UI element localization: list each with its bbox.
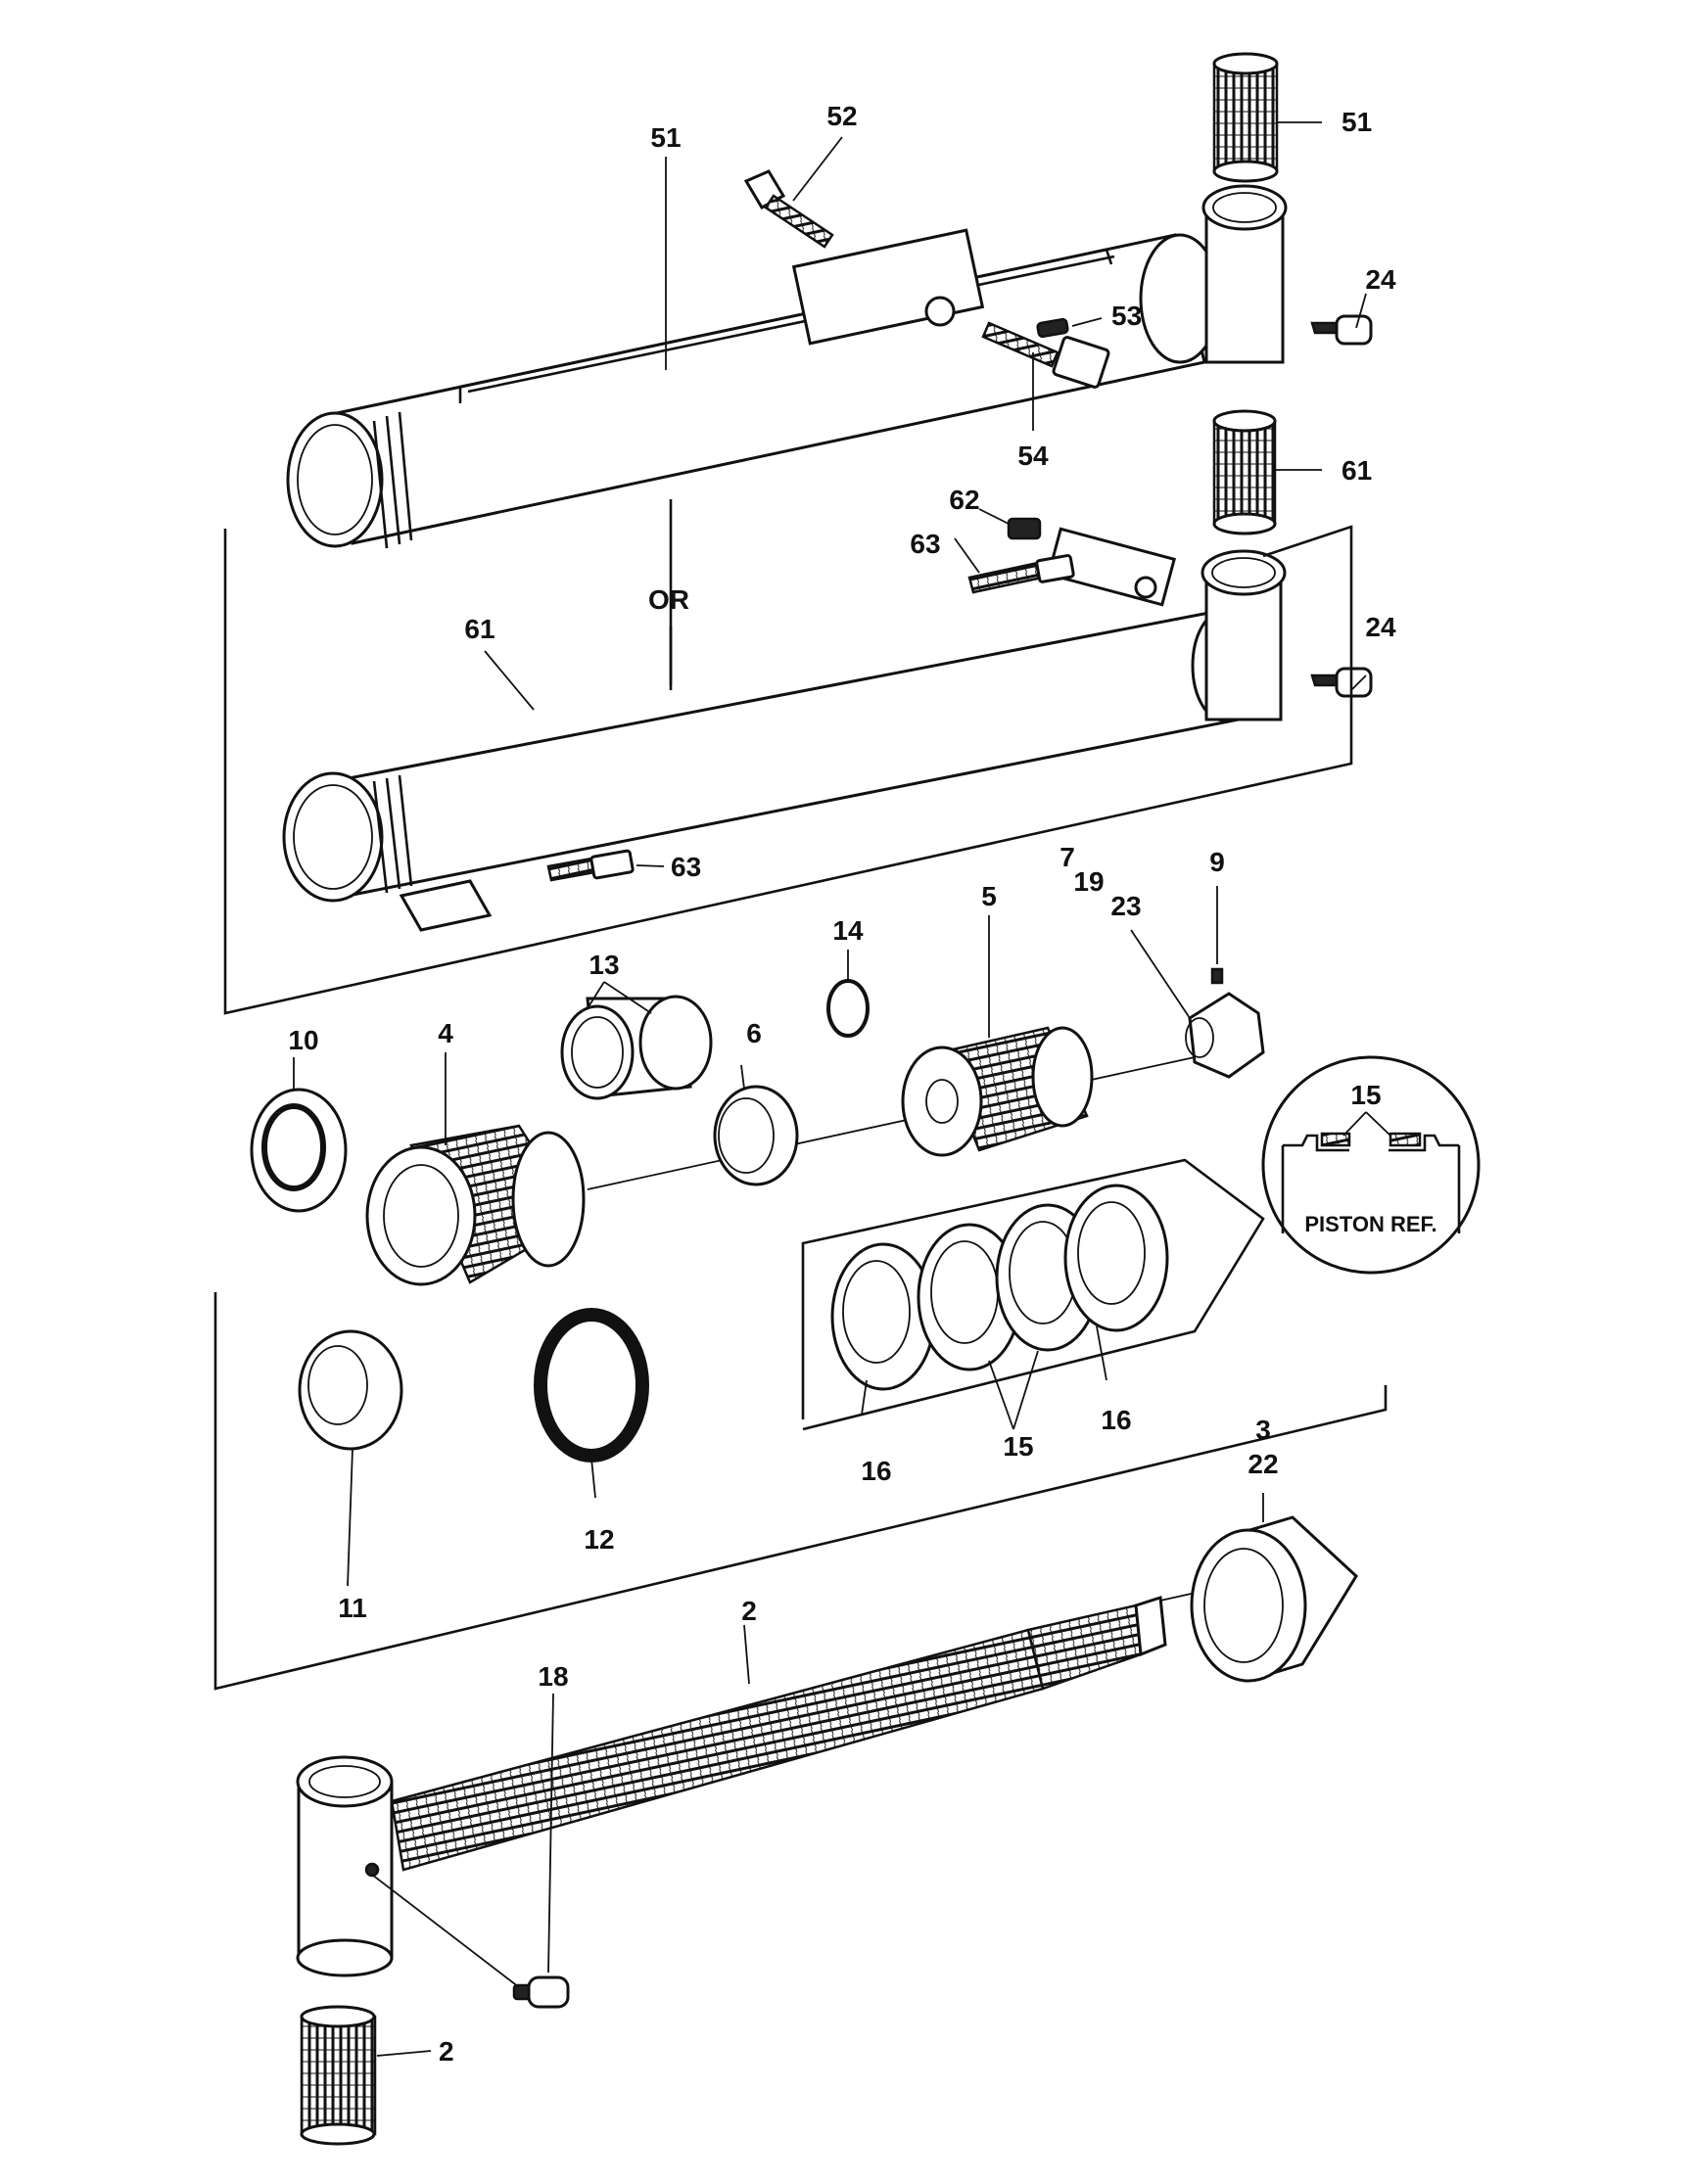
callout-63-lower: 63 bbox=[671, 852, 701, 882]
cylinder-barrel-61 bbox=[282, 527, 1287, 932]
plug-62 bbox=[1007, 517, 1042, 540]
piston-ref-inset: PISTON REF. bbox=[1261, 1055, 1481, 1275]
callout-6: 6 bbox=[746, 1018, 762, 1048]
piston-seals-15-16 bbox=[830, 1184, 1169, 1391]
callout-54: 54 bbox=[1017, 441, 1049, 471]
frame-piston-seals bbox=[801, 1158, 1265, 1431]
callout-15: 15 bbox=[1003, 1431, 1033, 1462]
callout-52: 52 bbox=[826, 101, 857, 131]
sensor-63b bbox=[546, 849, 635, 882]
ring-11 bbox=[298, 1329, 403, 1451]
callout-12: 12 bbox=[584, 1524, 614, 1555]
bushing-61 bbox=[1212, 409, 1277, 535]
callout-7: 7 bbox=[1059, 842, 1075, 872]
callout-22: 22 bbox=[1248, 1449, 1278, 1479]
callout-61-bushing: 61 bbox=[1342, 455, 1372, 486]
callout-2-rod: 2 bbox=[741, 1596, 757, 1626]
callout-10: 10 bbox=[288, 1025, 318, 1055]
sensor-63a bbox=[967, 554, 1075, 594]
gland-4 bbox=[365, 1124, 586, 1286]
callout-11: 11 bbox=[338, 1593, 367, 1623]
callout-51-bushing: 51 bbox=[1342, 107, 1372, 137]
o-ring-14 bbox=[826, 979, 870, 1038]
callout-2-bushing: 2 bbox=[439, 2036, 454, 2067]
callout-16-left: 16 bbox=[861, 1456, 891, 1486]
callout-5: 5 bbox=[981, 881, 997, 911]
grease-nipple-24b bbox=[1310, 667, 1373, 698]
callout-61-barrel: 61 bbox=[464, 614, 494, 644]
plug-53 bbox=[1036, 317, 1069, 339]
inset-label: PISTON REF. bbox=[1304, 1212, 1436, 1236]
seal-12 bbox=[534, 1308, 649, 1463]
rod-end-bearing-3 bbox=[1190, 1515, 1358, 1683]
leader-lines bbox=[293, 121, 1391, 2057]
bleed-screw-52 bbox=[743, 169, 834, 249]
grease-nipple-18 bbox=[512, 1975, 570, 2009]
callout-13: 13 bbox=[589, 950, 619, 980]
bearing-13 bbox=[560, 995, 713, 1100]
grease-nipple-24a bbox=[1310, 314, 1373, 346]
cylinder-barrel-51 bbox=[286, 184, 1288, 549]
frame-cylinder-group bbox=[223, 525, 1353, 1015]
callout-24-top: 24 bbox=[1365, 264, 1396, 295]
callout-51-barrel: 51 bbox=[650, 122, 681, 153]
fitting-54 bbox=[981, 321, 1110, 389]
callout-62: 62 bbox=[949, 485, 979, 515]
callout-9: 9 bbox=[1209, 847, 1225, 877]
callout-53: 53 bbox=[1111, 301, 1142, 331]
bushing-51 bbox=[1212, 52, 1279, 183]
frame-seal-group bbox=[213, 1292, 1388, 1691]
piston-rod-2 bbox=[296, 1596, 1167, 1977]
callout-24-middle: 24 bbox=[1365, 612, 1396, 642]
callout-4: 4 bbox=[438, 1018, 453, 1048]
bushing-2 bbox=[300, 2005, 377, 2146]
assembly-axis bbox=[587, 1056, 1196, 1190]
callout-labels: 52 51 51 24 53 54 61 62 63 24 OR 61 63 7… bbox=[288, 101, 1396, 2067]
callout-19: 19 bbox=[1073, 866, 1104, 897]
nut-23 bbox=[1185, 967, 1265, 1079]
callout-63-upper: 63 bbox=[910, 529, 940, 559]
callout-3: 3 bbox=[1255, 1415, 1271, 1445]
callout-16-right: 16 bbox=[1101, 1405, 1131, 1435]
callout-23: 23 bbox=[1110, 891, 1141, 921]
wiper-seal-10 bbox=[250, 1088, 348, 1213]
callout-15-inset: 15 bbox=[1350, 1080, 1381, 1110]
callout-18: 18 bbox=[538, 1661, 568, 1692]
callout-or: OR bbox=[648, 584, 689, 615]
piston-5 bbox=[901, 1026, 1094, 1157]
bushing-6 bbox=[713, 1085, 799, 1186]
callout-14: 14 bbox=[832, 915, 864, 946]
